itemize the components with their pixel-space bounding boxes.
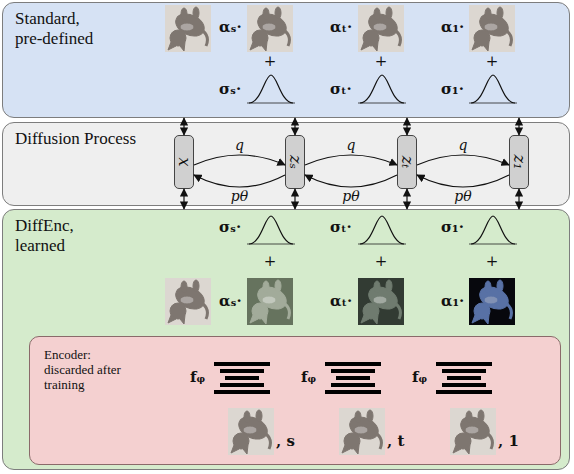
plus-sign: + [486, 52, 499, 70]
process-arrow [305, 155, 397, 165]
node-text: Encoder: discarded after training [44, 347, 139, 392]
node-text: zₛ [286, 155, 305, 169]
edge-label: q [235, 137, 244, 153]
gaussian-curve [247, 216, 295, 244]
node-text: DiffEnc, learned [15, 216, 105, 256]
coefficient-label: σₜ· [330, 80, 352, 98]
coefficient-label: σ₁· [441, 80, 464, 98]
coefficient-label: σₛ· [219, 80, 241, 98]
plus-sign: + [486, 252, 499, 270]
variable-box: z₁ [509, 135, 529, 189]
edge-label: q [459, 137, 468, 153]
cat-photo [469, 5, 515, 52]
edge-label: pθ [231, 188, 248, 204]
time-label: , 1 [498, 432, 519, 450]
gaussian-curve [469, 216, 517, 244]
coefficient-label: αₜ· [330, 18, 352, 36]
process-arrow [194, 175, 285, 187]
encoder-symbol: fᵩ [412, 368, 427, 386]
variable-box: x [174, 135, 194, 189]
node-text: Standard, pre-defined [15, 9, 105, 49]
node-text: zₜ [398, 156, 417, 168]
coefficient-label: α₁· [441, 18, 464, 36]
encoder-symbol: fᵩ [301, 368, 316, 386]
cat-photo [469, 278, 515, 325]
cat-photo [358, 278, 404, 325]
process-arrow [183, 118, 184, 135]
process-arrow [194, 155, 285, 165]
plus-sign: + [375, 52, 388, 70]
band-panel: Diffusion Processxzₛzₜz₁ [2, 122, 570, 206]
encoder-symbol: fᵩ [190, 368, 205, 386]
cat-photo [247, 5, 293, 52]
coefficient-label: α₁· [441, 292, 464, 310]
process-arrow [417, 175, 509, 187]
plus-sign: + [264, 52, 277, 70]
cat-photo [450, 408, 496, 455]
process-arrow [406, 118, 407, 135]
coefficient-label: σₜ· [330, 218, 352, 236]
process-arrow [305, 175, 397, 187]
process-arrow [518, 189, 519, 209]
gaussian-curve [358, 75, 406, 103]
cat-photo [358, 5, 404, 52]
process-arrow [518, 118, 519, 135]
edge-label: pθ [454, 188, 471, 204]
time-label: , s [276, 432, 295, 450]
cat-photo [247, 278, 293, 325]
coefficient-label: σₛ· [219, 218, 241, 236]
cat-photo [165, 278, 211, 325]
encoder-network-icon [436, 362, 492, 394]
coefficient-label: αₛ· [219, 18, 242, 36]
cat-photo [228, 408, 274, 455]
plus-sign: + [264, 252, 277, 270]
process-arrow [417, 155, 509, 165]
coefficient-label: αₛ· [219, 292, 242, 310]
cat-photo [165, 5, 211, 52]
process-arrow [294, 189, 295, 209]
node-text: z₁ [510, 155, 529, 170]
gaussian-curve [469, 75, 517, 103]
node-text: x [175, 157, 194, 166]
edge-label: pθ [342, 188, 359, 204]
process-arrow [294, 118, 295, 135]
encoder-network-icon [214, 362, 270, 394]
process-arrow [183, 189, 184, 209]
coefficient-label: σ₁· [441, 218, 464, 236]
encoder-network-icon [325, 362, 381, 394]
variable-box: zₛ [285, 135, 305, 189]
gaussian-curve [247, 75, 295, 103]
edge-label: q [347, 137, 356, 153]
time-label: , t [387, 432, 404, 450]
cat-photo [339, 408, 385, 455]
coefficient-label: αₜ· [330, 292, 352, 310]
variable-box: zₜ [397, 135, 417, 189]
plus-sign: + [375, 252, 388, 270]
process-arrow [406, 189, 407, 209]
gaussian-curve [358, 216, 406, 244]
